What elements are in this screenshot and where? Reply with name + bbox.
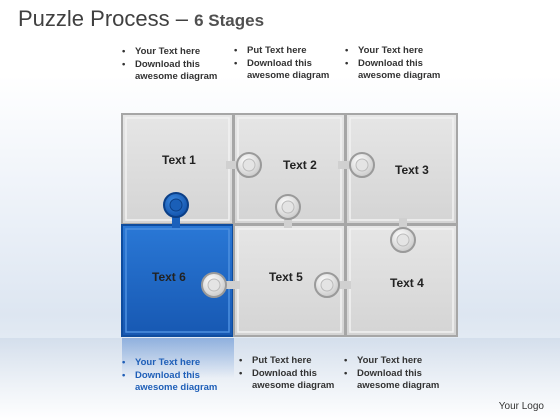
top-text-block-3: Your Text here Download this awesome dia… bbox=[343, 45, 448, 83]
title-dash: – bbox=[169, 6, 195, 31]
top-text-block-1: Your Text here Download this awesome dia… bbox=[120, 46, 225, 84]
bullet-item: Your Text here bbox=[342, 355, 447, 368]
connector-knob-1-6 bbox=[163, 192, 189, 228]
connector-knob-1-2 bbox=[226, 152, 262, 178]
bottom-text-block-1: Your Text here Download this awesome dia… bbox=[120, 357, 228, 395]
bullet-item: Download this awesome diagram bbox=[232, 58, 337, 83]
bullet-item: Your Text here bbox=[343, 45, 448, 58]
bottom-text-block-3: Your Text here Download this awesome dia… bbox=[342, 355, 447, 393]
bullet-item: Put Text here bbox=[237, 355, 342, 368]
connector-knob-2-5 bbox=[275, 194, 301, 228]
piece-6-label: Text 6 bbox=[152, 270, 186, 284]
title-subtitle: 6 Stages bbox=[194, 11, 265, 30]
bullet-item: Download this awesome diagram bbox=[237, 368, 342, 393]
bullet-item: Download this awesome diagram bbox=[342, 368, 447, 393]
bullet-item: Your Text here bbox=[120, 46, 225, 59]
title-main: Puzzle Process bbox=[18, 6, 170, 31]
connector-knob-6-5 bbox=[201, 272, 240, 298]
connector-knob-3-4 bbox=[390, 218, 416, 253]
bullet-item: Download this awesome diagram bbox=[120, 370, 228, 395]
bullet-item: Download this awesome diagram bbox=[120, 59, 225, 84]
top-text-block-2: Put Text here Download this awesome diag… bbox=[232, 45, 337, 83]
bullet-item: Download this awesome diagram bbox=[343, 58, 448, 83]
piece-3-label: Text 3 bbox=[395, 163, 429, 177]
connector-knob-5-4 bbox=[314, 272, 351, 298]
bullet-item: Put Text here bbox=[232, 45, 337, 58]
piece-2-label: Text 2 bbox=[283, 158, 317, 172]
piece-1-label: Text 1 bbox=[162, 153, 196, 167]
piece-4-label: Text 4 bbox=[390, 276, 424, 290]
piece-5-label: Text 5 bbox=[269, 270, 303, 284]
bottom-text-block-2: Put Text here Download this awesome diag… bbox=[237, 355, 342, 393]
bullet-item: Your Text here bbox=[120, 357, 228, 370]
page-title: Puzzle Process – 6 Stages bbox=[18, 6, 264, 32]
connector-knob-2-3 bbox=[338, 152, 375, 178]
logo-text: Your Logo bbox=[498, 401, 544, 412]
